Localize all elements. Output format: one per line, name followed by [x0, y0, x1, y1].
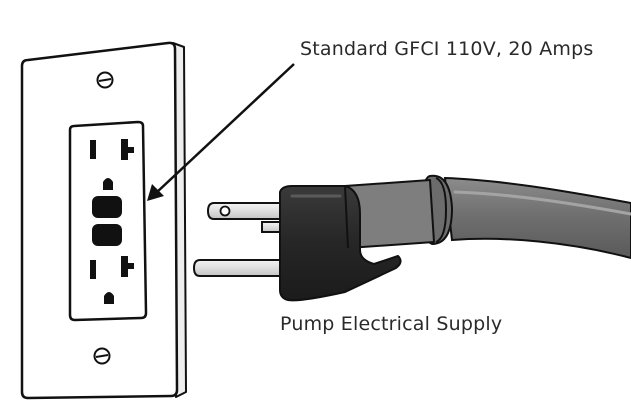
gfci-receptacle — [68, 120, 148, 322]
upper-ground-hole — [103, 178, 113, 190]
plug-grip-edge — [344, 185, 349, 249]
test-button — [92, 196, 122, 218]
top-screw — [96, 71, 114, 89]
lower-ground-hole — [104, 292, 114, 304]
lower-hot-slot — [121, 256, 134, 277]
bottom-screw — [93, 347, 111, 365]
upper-blade-prong — [206, 202, 281, 220]
cord-highlight — [453, 190, 631, 216]
three-prong-plug — [192, 185, 402, 302]
outlet-label: Standard GFCI 110V, 20 Amps — [300, 38, 594, 60]
upper-hot-slot — [121, 139, 134, 160]
upper-neutral-slot — [90, 140, 96, 159]
reset-button — [92, 224, 122, 246]
lower-blade-prong — [192, 259, 286, 277]
prong-hole — [219, 205, 231, 217]
cord-body — [443, 176, 631, 260]
plug-label: Pump Electrical Supply — [280, 313, 503, 335]
pointer-arrow — [147, 63, 295, 201]
plug-body — [279, 185, 402, 302]
power-cord — [344, 174, 631, 260]
lower-neutral-slot — [90, 260, 96, 279]
cord-collar-ring — [435, 177, 448, 243]
receptacle-frame — [68, 120, 148, 322]
